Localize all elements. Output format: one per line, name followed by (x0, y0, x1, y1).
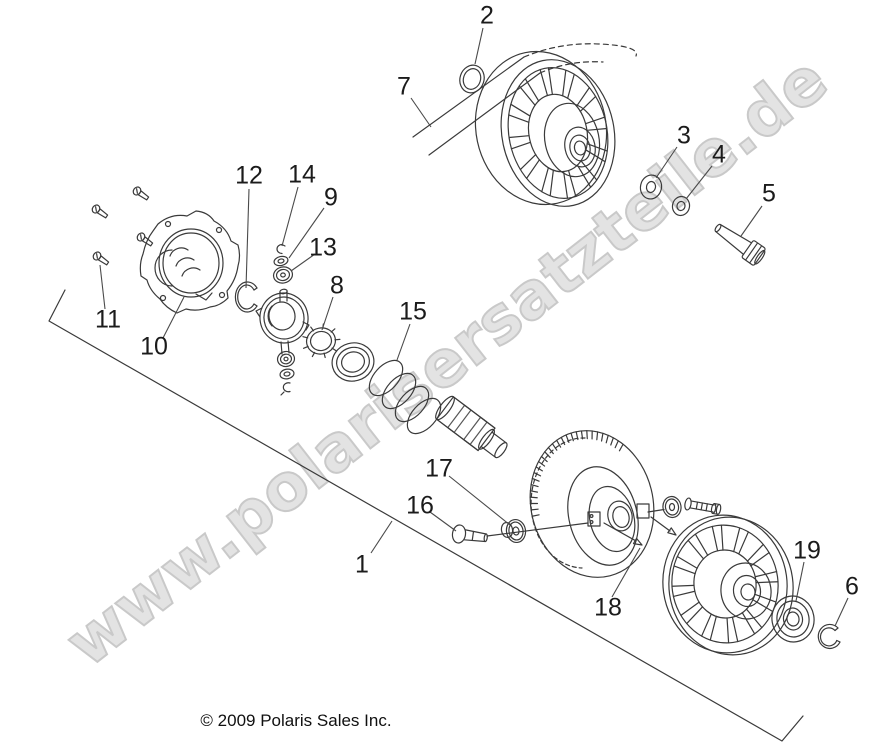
leader-line-19 (795, 561, 805, 602)
leader-line-16 (429, 511, 457, 532)
screw (91, 204, 109, 219)
callout-label-2: 2 (480, 1, 494, 30)
callout-label-1: 1 (355, 550, 369, 579)
leader-line-17 (448, 475, 511, 526)
leader-line-11 (99, 264, 106, 310)
leader-line-12 (245, 188, 250, 289)
leader-line-5 (740, 205, 763, 237)
leader-line-14 (281, 186, 299, 247)
leader-line-8 (321, 296, 334, 331)
snap-ring-6 (817, 623, 841, 649)
bearing-19 (771, 595, 815, 643)
spring-15 (368, 359, 442, 435)
leader-line-15 (396, 323, 411, 361)
callout-label-11: 11 (95, 305, 121, 334)
washer-9 (273, 255, 289, 267)
callout-label-7: 7 (397, 72, 411, 101)
screw (136, 232, 154, 247)
drum-clutch (474, 50, 616, 207)
leader-line-9 (288, 207, 325, 259)
roller-17 (500, 518, 527, 544)
copyright-text: © 2009 Polaris Sales Inc. (200, 711, 392, 730)
fixed-sheave (529, 430, 655, 578)
leader-line-10 (162, 296, 185, 339)
callout-label-6: 6 (845, 572, 859, 601)
leader-line-6 (834, 597, 849, 627)
assembly-bracket (48, 289, 804, 742)
spider-hub (255, 288, 310, 396)
callout-label-9: 9 (324, 183, 338, 212)
axis-line (486, 508, 665, 537)
callout-label-19: 19 (793, 536, 821, 565)
callout-label-14: 14 (288, 160, 316, 189)
callout-label-4: 4 (712, 140, 726, 169)
damper-ring (331, 342, 375, 382)
leader-line-7 (410, 97, 432, 128)
leader-line-4 (685, 165, 713, 200)
callout-label-10: 10 (140, 332, 168, 361)
callout-label-5: 5 (762, 179, 776, 208)
leader-line-2 (474, 27, 484, 65)
o-ring-2 (459, 64, 485, 94)
callout-label-17: 17 (425, 454, 453, 483)
snap-ring-12 (234, 281, 258, 313)
mounting-screws (91, 186, 154, 266)
spider-pulley (662, 514, 794, 656)
bolt-5 (714, 223, 766, 266)
washer-4 (671, 195, 691, 217)
bearing-13 (272, 266, 294, 284)
callout-label-8: 8 (330, 271, 344, 300)
spacer-tube (435, 395, 508, 459)
assembly-arrows (603, 516, 677, 546)
leader-line-13 (290, 253, 316, 272)
washer-3 (639, 174, 663, 200)
leader-line-1 (370, 520, 393, 554)
callout-label-16: 16 (406, 491, 434, 520)
leader-line-3 (655, 146, 678, 179)
callout-label-12: 12 (235, 161, 263, 190)
roller-bolt (662, 495, 722, 519)
callout-label-3: 3 (677, 121, 691, 150)
leader-line-18 (611, 547, 641, 598)
callout-label-18: 18 (594, 593, 622, 622)
screw (132, 186, 150, 201)
callout-label-13: 13 (309, 233, 337, 262)
cover-plate-10 (139, 210, 241, 314)
callout-label-15: 15 (399, 297, 427, 326)
screw (92, 251, 110, 266)
